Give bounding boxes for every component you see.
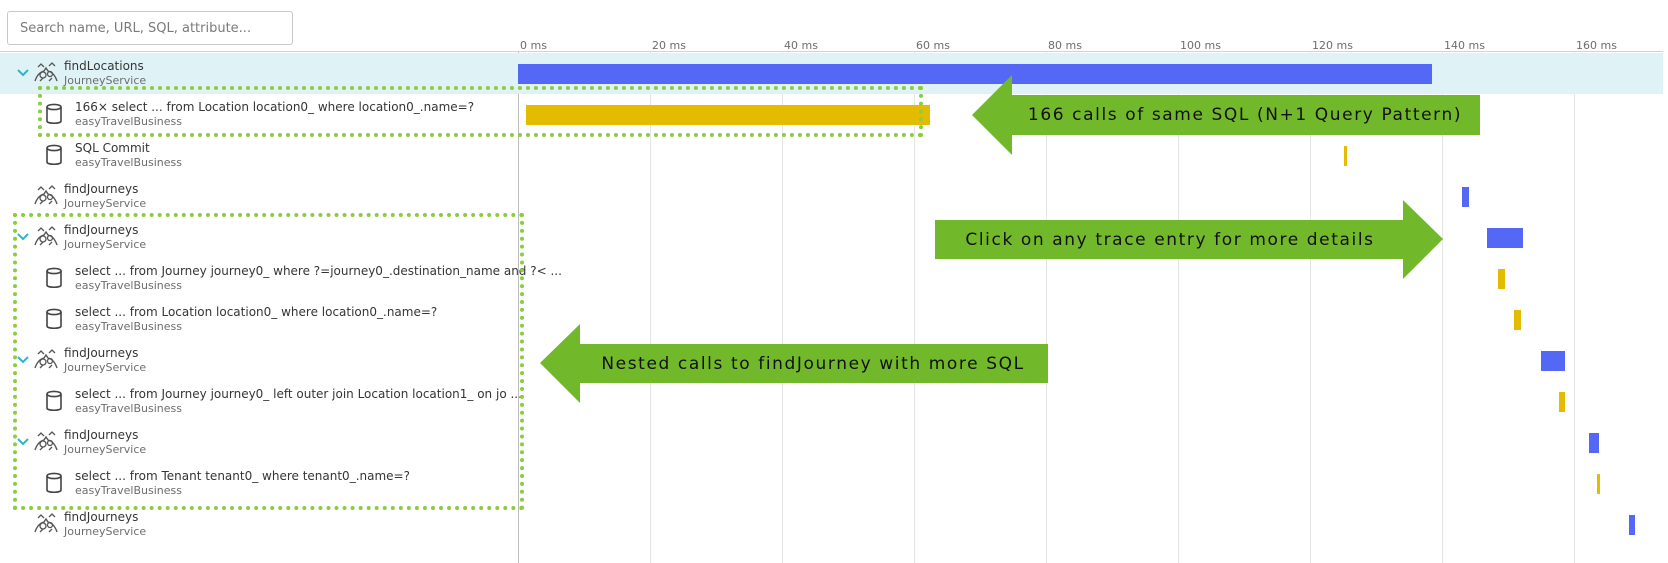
- service-icon: [33, 348, 59, 372]
- sql-duration-bar[interactable]: [1597, 474, 1601, 494]
- timeline-gridline: [1310, 52, 1311, 563]
- arrow-left-icon: [972, 75, 1012, 155]
- timeline-tick-label: 100 ms: [1180, 39, 1221, 52]
- service-duration-bar[interactable]: [1589, 433, 1600, 453]
- service-duration-bar[interactable]: [1486, 228, 1523, 248]
- trace-entry-name: findJourneys: [64, 223, 139, 237]
- timeline-start-line: [518, 52, 519, 563]
- trace-entry-name: SQL Commit: [75, 141, 150, 155]
- timeline-gridline: [914, 52, 915, 563]
- annotation-box-n-plus-one: [38, 86, 923, 137]
- timeline-gridline: [782, 52, 783, 563]
- trace-entry-name: findJourneys: [64, 346, 139, 360]
- trace-row[interactable]: select ... from Journey journey0_ left o…: [0, 381, 1663, 422]
- trace-entry-name: 166× select ... from Location location0_…: [75, 100, 475, 114]
- callout-click-hint: Click on any trace entry for more detail…: [935, 200, 1443, 279]
- service-duration-bar[interactable]: [1541, 351, 1566, 371]
- service-duration-bar[interactable]: [1462, 187, 1470, 207]
- trace-entry-name: select ... from Journey journey0_ where …: [75, 264, 562, 278]
- trace-entry-service: easyTravelBusiness: [75, 402, 182, 415]
- trace-entry-name: findJourneys: [64, 428, 139, 442]
- trace-row[interactable]: 166× select ... from Location location0_…: [0, 94, 1663, 135]
- trace-entry-service: easyTravelBusiness: [75, 484, 182, 497]
- timeline-tick-label: 160 ms: [1576, 39, 1617, 52]
- timeline-tick-label: 60 ms: [916, 39, 950, 52]
- service-duration-bar[interactable]: [1629, 515, 1635, 535]
- chevron-down-icon[interactable]: [14, 350, 32, 368]
- trace-entry-service: easyTravelBusiness: [75, 279, 182, 292]
- service-icon: [33, 512, 59, 536]
- database-icon: [44, 307, 64, 331]
- service-icon: [33, 184, 59, 208]
- service-icon: [33, 225, 59, 249]
- trace-row[interactable]: select ... from Tenant tenant0_ where te…: [0, 463, 1663, 504]
- timeline-gridline: [1046, 52, 1047, 563]
- sql-duration-bar[interactable]: [1558, 392, 1565, 412]
- trace-entry-name: select ... from Tenant tenant0_ where te…: [75, 469, 410, 483]
- timeline-tick-label: 0 ms: [520, 39, 547, 52]
- trace-entry-name: findLocations: [64, 59, 144, 73]
- trace-entry-service: easyTravelBusiness: [75, 156, 182, 169]
- header-divider: [0, 51, 1663, 52]
- sql-duration-bar[interactable]: [1513, 310, 1521, 330]
- timeline-tick-label: 20 ms: [652, 39, 686, 52]
- trace-entry-service: easyTravelBusiness: [75, 320, 182, 333]
- chevron-down-icon[interactable]: [14, 432, 32, 450]
- trace-entry-service: JourneyService: [64, 443, 147, 456]
- chevron-down-icon[interactable]: [14, 63, 32, 81]
- trace-entry-name: findJourneys: [64, 182, 139, 196]
- trace-row[interactable]: select ... from Location location0_ wher…: [0, 299, 1663, 340]
- timeline-tick-label: 120 ms: [1312, 39, 1353, 52]
- service-icon: [33, 430, 59, 454]
- timeline-gridline: [1178, 52, 1179, 563]
- database-icon: [44, 389, 64, 413]
- timeline-gridline: [650, 52, 651, 563]
- database-icon: [44, 471, 64, 495]
- service-duration-bar[interactable]: [518, 64, 1433, 84]
- timeline-tick-label: 80 ms: [1048, 39, 1082, 52]
- annotation-box-nested-calls: [13, 213, 524, 510]
- chevron-down-icon[interactable]: [14, 227, 32, 245]
- callout-nested-calls: Nested calls to findJourney with more SQ…: [540, 324, 1048, 403]
- database-icon: [44, 102, 64, 126]
- trace-entry-service: JourneyService: [64, 197, 147, 210]
- trace-entry-service: easyTravelBusiness: [75, 115, 182, 128]
- trace-entry-name: select ... from Journey journey0_ left o…: [75, 387, 522, 401]
- trace-entry-name: findJourneys: [64, 510, 139, 524]
- sql-duration-bar[interactable]: [525, 105, 931, 125]
- trace-row[interactable]: select ... from Journey journey0_ where …: [0, 258, 1663, 299]
- timeline-gridline: [1574, 52, 1575, 563]
- timeline-gridline: [1442, 52, 1443, 563]
- trace-entry-service: JourneyService: [64, 74, 147, 87]
- trace-entry-service: JourneyService: [64, 361, 147, 374]
- arrow-right-icon: [1403, 200, 1443, 279]
- callout-n-plus-one-text: 166 calls of same SQL (N+1 Query Pattern…: [1010, 95, 1480, 135]
- callout-click-hint-text: Click on any trace entry for more detail…: [935, 220, 1405, 259]
- timeline-tick-label: 40 ms: [784, 39, 818, 52]
- trace-entry-name: select ... from Location location0_ wher…: [75, 305, 438, 319]
- callout-n-plus-one: 166 calls of same SQL (N+1 Query Pattern…: [972, 75, 1480, 155]
- timeline-tick-label: 140 ms: [1444, 39, 1485, 52]
- callout-nested-calls-text: Nested calls to findJourney with more SQ…: [578, 344, 1048, 383]
- database-icon: [44, 266, 64, 290]
- trace-entry-service: JourneyService: [64, 525, 147, 538]
- sql-duration-bar[interactable]: [1344, 146, 1347, 166]
- search-input[interactable]: [7, 11, 293, 45]
- sql-duration-bar[interactable]: [1498, 269, 1506, 289]
- trace-entry-service: JourneyService: [64, 238, 147, 251]
- service-icon: [33, 61, 59, 85]
- arrow-left-icon: [540, 324, 580, 403]
- database-icon: [44, 143, 64, 167]
